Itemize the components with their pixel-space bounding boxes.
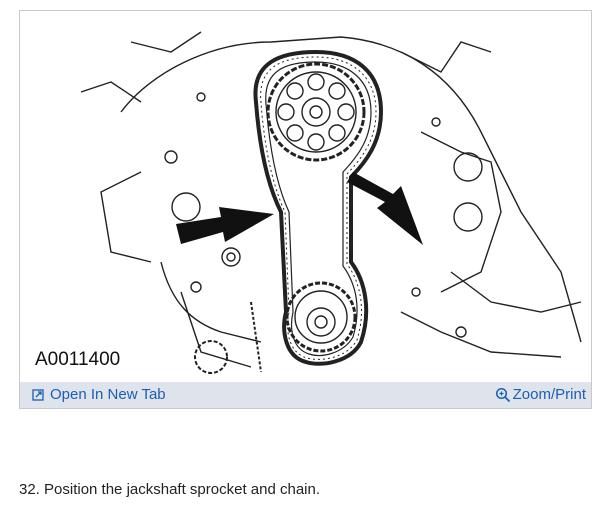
- figure-code: A0011400: [35, 349, 120, 370]
- step-instruction: 32. Position the jackshaft sprocket and …: [19, 481, 321, 498]
- figure-toolbar: Open In New Tab Zoom/Print: [20, 382, 591, 408]
- zoom-print-link[interactable]: Zoom/Print: [495, 386, 586, 403]
- open-in-new-tab-label: Open In New Tab: [50, 386, 166, 403]
- open-in-new-tab-link[interactable]: Open In New Tab: [32, 386, 166, 403]
- zoom-print-label: Zoom/Print: [512, 386, 586, 403]
- magnifier-icon: [495, 387, 510, 402]
- left-arrow: [176, 207, 274, 244]
- right-arrow: [347, 172, 423, 245]
- new-tab-icon: [32, 389, 44, 401]
- figure-container: A0011400 Open In New Tab Zoom/Print: [19, 10, 592, 409]
- timing-chain-diagram[interactable]: A0011400: [21, 12, 590, 382]
